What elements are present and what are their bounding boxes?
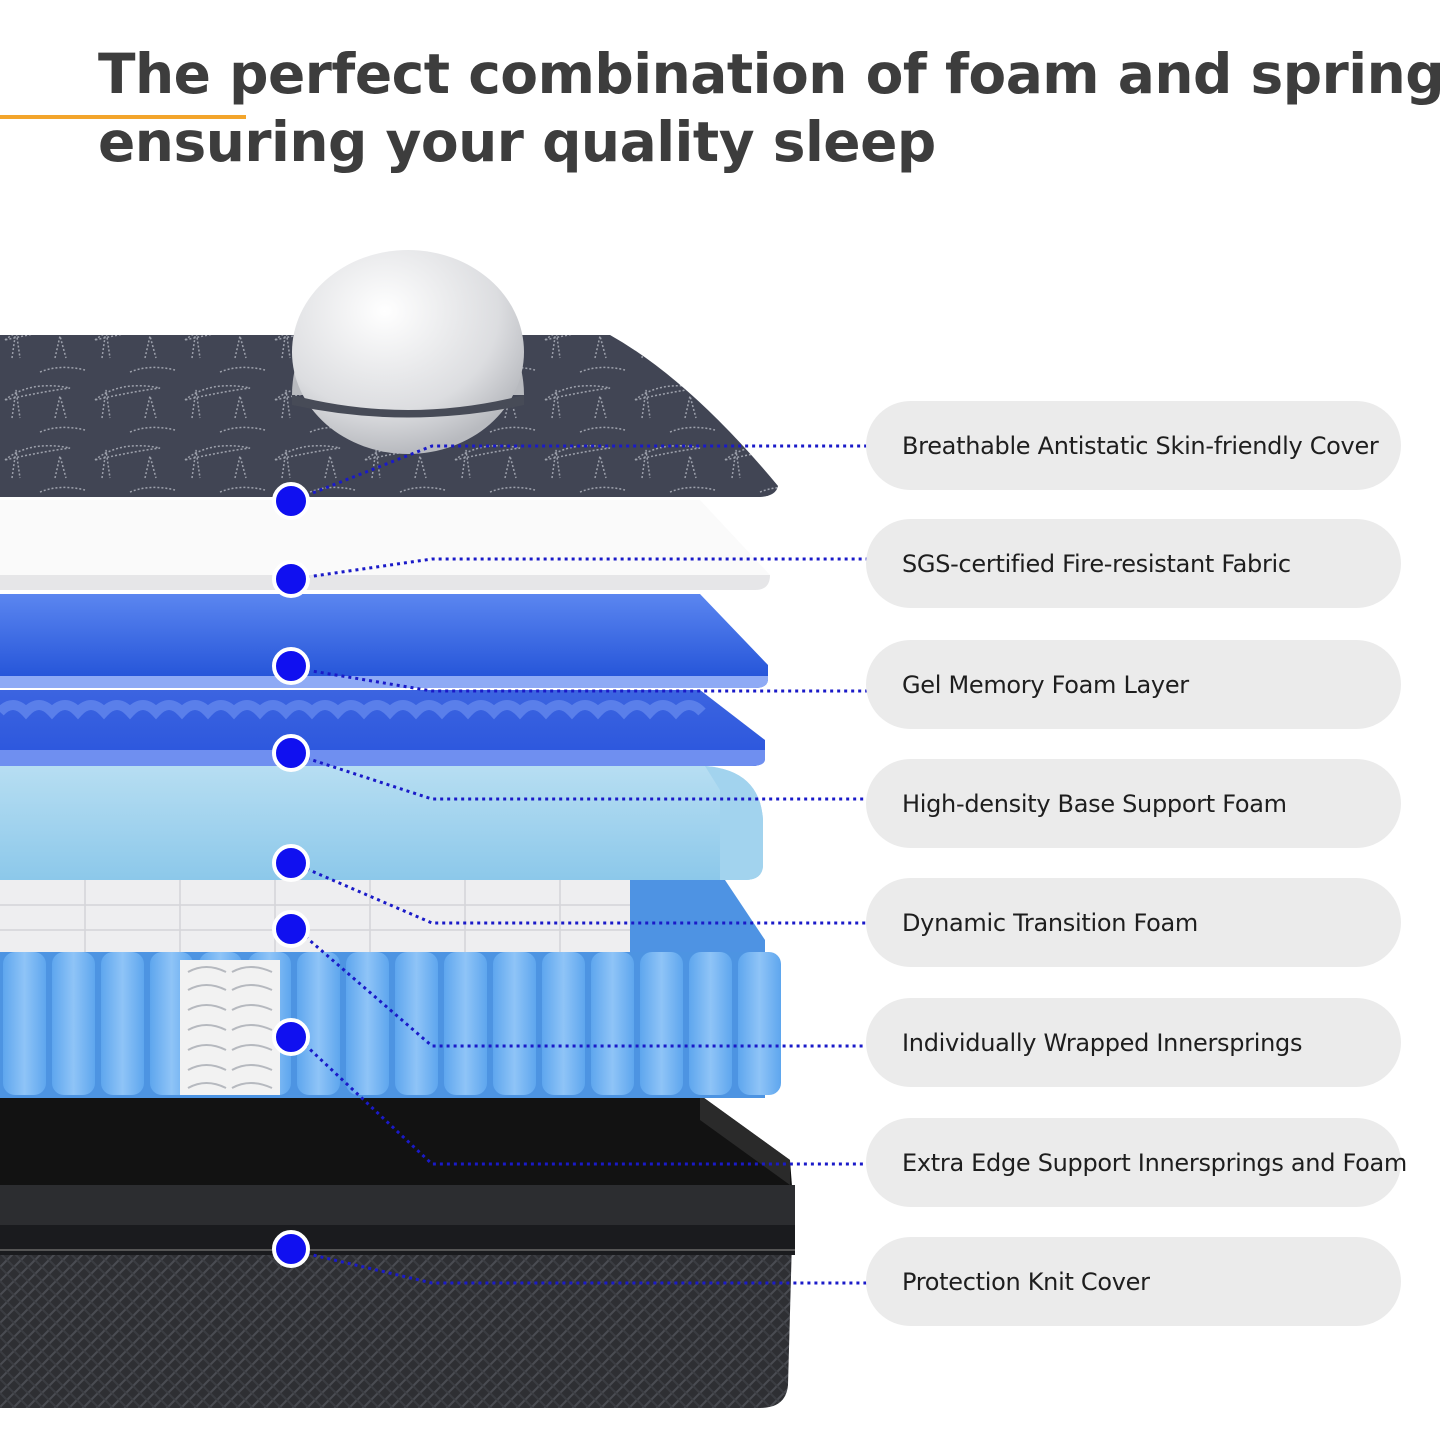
layer-label-text: Protection Knit Cover	[902, 1267, 1150, 1296]
layer-label-gel-foam: Gel Memory Foam Layer	[866, 640, 1401, 729]
spring-pocket	[542, 952, 585, 1095]
layer-label-text: SGS-certified Fire-resistant Fabric	[902, 549, 1291, 578]
layer-label-cover: Breathable Antistatic Skin-friendly Cove…	[866, 401, 1401, 490]
page-title: The perfect combination of foam and spri…	[98, 40, 1445, 176]
marker-5	[272, 844, 310, 882]
spring-pocket	[395, 952, 438, 1095]
layer-label-innersprings: Individually Wrapped Innersprings	[866, 998, 1401, 1087]
spring-pocket	[493, 952, 536, 1095]
layer-innersprings	[0, 950, 781, 1098]
marker-3	[272, 647, 310, 685]
layer-label-text: Gel Memory Foam Layer	[902, 670, 1189, 699]
layer-label-transition-foam: Dynamic Transition Foam	[866, 878, 1401, 967]
marker-1	[272, 482, 310, 520]
layer-label-text: High-density Base Support Foam	[902, 789, 1287, 818]
title-line-2: ensuring your quality sleep	[98, 110, 936, 174]
spring-pocket	[738, 952, 781, 1095]
spring-pocket	[101, 952, 144, 1095]
layer-label-edge-support: Extra Edge Support Innersprings and Foam	[866, 1118, 1407, 1207]
layer-fire-resistant-fabric	[0, 500, 770, 590]
layer-edge-support-base	[0, 1095, 795, 1225]
marker-2	[272, 560, 310, 598]
layer-label-text: Breathable Antistatic Skin-friendly Cove…	[902, 431, 1379, 460]
spring-pocket	[297, 952, 340, 1095]
marker-4	[272, 734, 310, 772]
layer-label-text: Individually Wrapped Innersprings	[902, 1028, 1303, 1057]
spring-pocket	[3, 952, 46, 1095]
layer-markers	[272, 482, 310, 1268]
leader-lines	[298, 444, 890, 1285]
layer-gel-memory-foam	[0, 594, 768, 688]
layer-label-knit-cover: Protection Knit Cover	[866, 1237, 1401, 1326]
spring-pocket	[52, 952, 95, 1095]
marker-7	[272, 1018, 310, 1056]
title-line-1: The perfect combination of foam and spri…	[98, 42, 1445, 106]
layer-label-text: Extra Edge Support Innersprings and Foam	[902, 1148, 1407, 1177]
layer-label-base-foam: High-density Base Support Foam	[866, 759, 1401, 848]
layer-label-text: Dynamic Transition Foam	[902, 908, 1198, 937]
spring-pocket	[346, 952, 389, 1095]
layer-protection-knit-cover	[0, 1215, 795, 1408]
marker-6	[272, 910, 310, 948]
layer-label-fabric: SGS-certified Fire-resistant Fabric	[866, 519, 1401, 608]
spring-pocket	[640, 952, 683, 1095]
spring-pocket	[689, 952, 732, 1095]
layer-transition-foam-top	[0, 880, 765, 952]
marker-8	[272, 1230, 310, 1268]
layer-high-density-foam	[0, 766, 763, 880]
exposed-coil	[180, 960, 280, 1095]
spring-pocket	[591, 952, 634, 1095]
memory-foam-test-ball	[292, 250, 524, 454]
accent-underline	[0, 115, 246, 119]
spring-pocket	[444, 952, 487, 1095]
layer-egg-crate-foam	[0, 690, 765, 766]
